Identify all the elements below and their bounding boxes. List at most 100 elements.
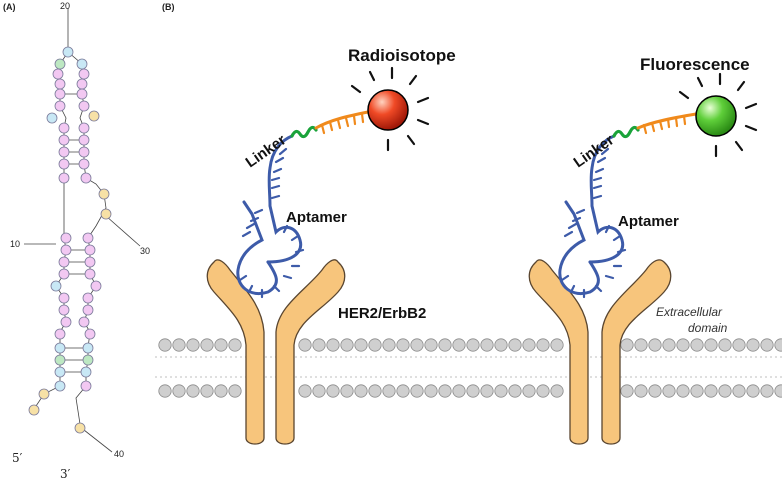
lipid-head [536,384,550,398]
lipid-head [214,338,228,352]
lipid-head [158,338,172,352]
fluorescence-sphere [678,72,758,158]
extracellular-label: Extracellular [656,305,723,319]
aptamer-right [558,134,627,299]
lipid-head [410,338,424,352]
lipid-head [466,338,480,352]
lipid-head [368,338,382,352]
lipid-head [424,384,438,398]
panel-b: (B) [155,2,782,445]
lipid-head [200,338,214,352]
lipid-head [494,384,508,398]
lipid-head [214,384,228,398]
lipid-head [774,384,782,398]
lipid-head [424,338,438,352]
lipid-head [186,384,200,398]
lipid-head [354,338,368,352]
lipid-head [368,384,382,398]
arm-right [636,112,698,135]
arm-left [314,110,370,135]
nucleotide-bases [28,46,112,434]
lipid-head [452,338,466,352]
lipid-head [676,338,690,352]
lipid-head [172,338,186,352]
lipid-head [550,338,564,352]
lipid-head [522,338,536,352]
lipid-head [228,384,242,398]
position-label-40: 40 [114,449,124,459]
lipid-head [158,384,172,398]
lipid-head [396,338,410,352]
lipid-head [228,338,242,352]
lipid-head [746,384,760,398]
lipid-head [494,338,508,352]
panel-a: (A) [3,1,150,480]
lipid-head [172,384,186,398]
lipid-head [410,384,424,398]
lipid-head [620,384,634,398]
lipid-head [704,384,718,398]
lipid-head [746,338,760,352]
lipid-head [732,338,746,352]
aptamer-left [236,134,305,299]
panel-a-label: (A) [3,2,16,12]
lipid-head [718,384,732,398]
fluorescence-label: Fluorescence [640,55,750,74]
lipid-head [648,384,662,398]
lipid-head [298,384,312,398]
receptor-label: HER2/ErbB2 [338,305,426,322]
lipid-head [676,384,690,398]
lipid-head [620,338,634,352]
radioisotope-sphere [350,66,430,152]
lipid-head [760,338,774,352]
lipid-head [550,384,564,398]
aptamer-label-right: Aptamer [618,213,679,230]
her2-receptor-right [528,259,672,445]
position-label-20: 20 [60,1,70,11]
lipid-head [760,384,774,398]
lipid-head [774,338,782,352]
lipid-head [452,384,466,398]
radioisotope-label: Radioisotope [348,46,456,65]
lipid-head [718,338,732,352]
lipid-head [326,384,340,398]
lipid-head [340,384,354,398]
lipid-head [326,338,340,352]
lipid-head [382,338,396,352]
lipid-head [396,384,410,398]
lipid-head [200,384,214,398]
domain-label: domain [688,321,728,335]
lipid-head [704,338,718,352]
lipid-head [312,384,326,398]
lipid-head [298,338,312,352]
lipid-head [648,338,662,352]
lipid-head [690,338,704,352]
lipid-head [536,338,550,352]
position-label-30: 30 [140,246,150,256]
lipid-head [634,384,648,398]
aptamer-label-left: Aptamer [286,209,347,226]
linker-left [290,125,318,139]
lipid-head [690,384,704,398]
five-prime-label: 5′ [12,451,23,465]
lipid-head [522,384,536,398]
lipid-head [438,338,452,352]
linker-label-right: Linker [571,131,618,171]
lipid-head [662,384,676,398]
lipid-head [662,338,676,352]
lipid-head [312,338,326,352]
lipid-head [508,384,522,398]
lipid-head [480,338,494,352]
lipid-head [186,338,200,352]
lipid-head [634,338,648,352]
three-prime-label: 3′ [60,467,71,480]
lipid-head [354,384,368,398]
lipid-head [480,384,494,398]
linker-right [612,125,640,139]
lipid-head [508,338,522,352]
lipid-head [466,384,480,398]
her2-receptor-left [206,259,346,445]
lipid-head [438,384,452,398]
panel-b-label: (B) [162,2,175,12]
